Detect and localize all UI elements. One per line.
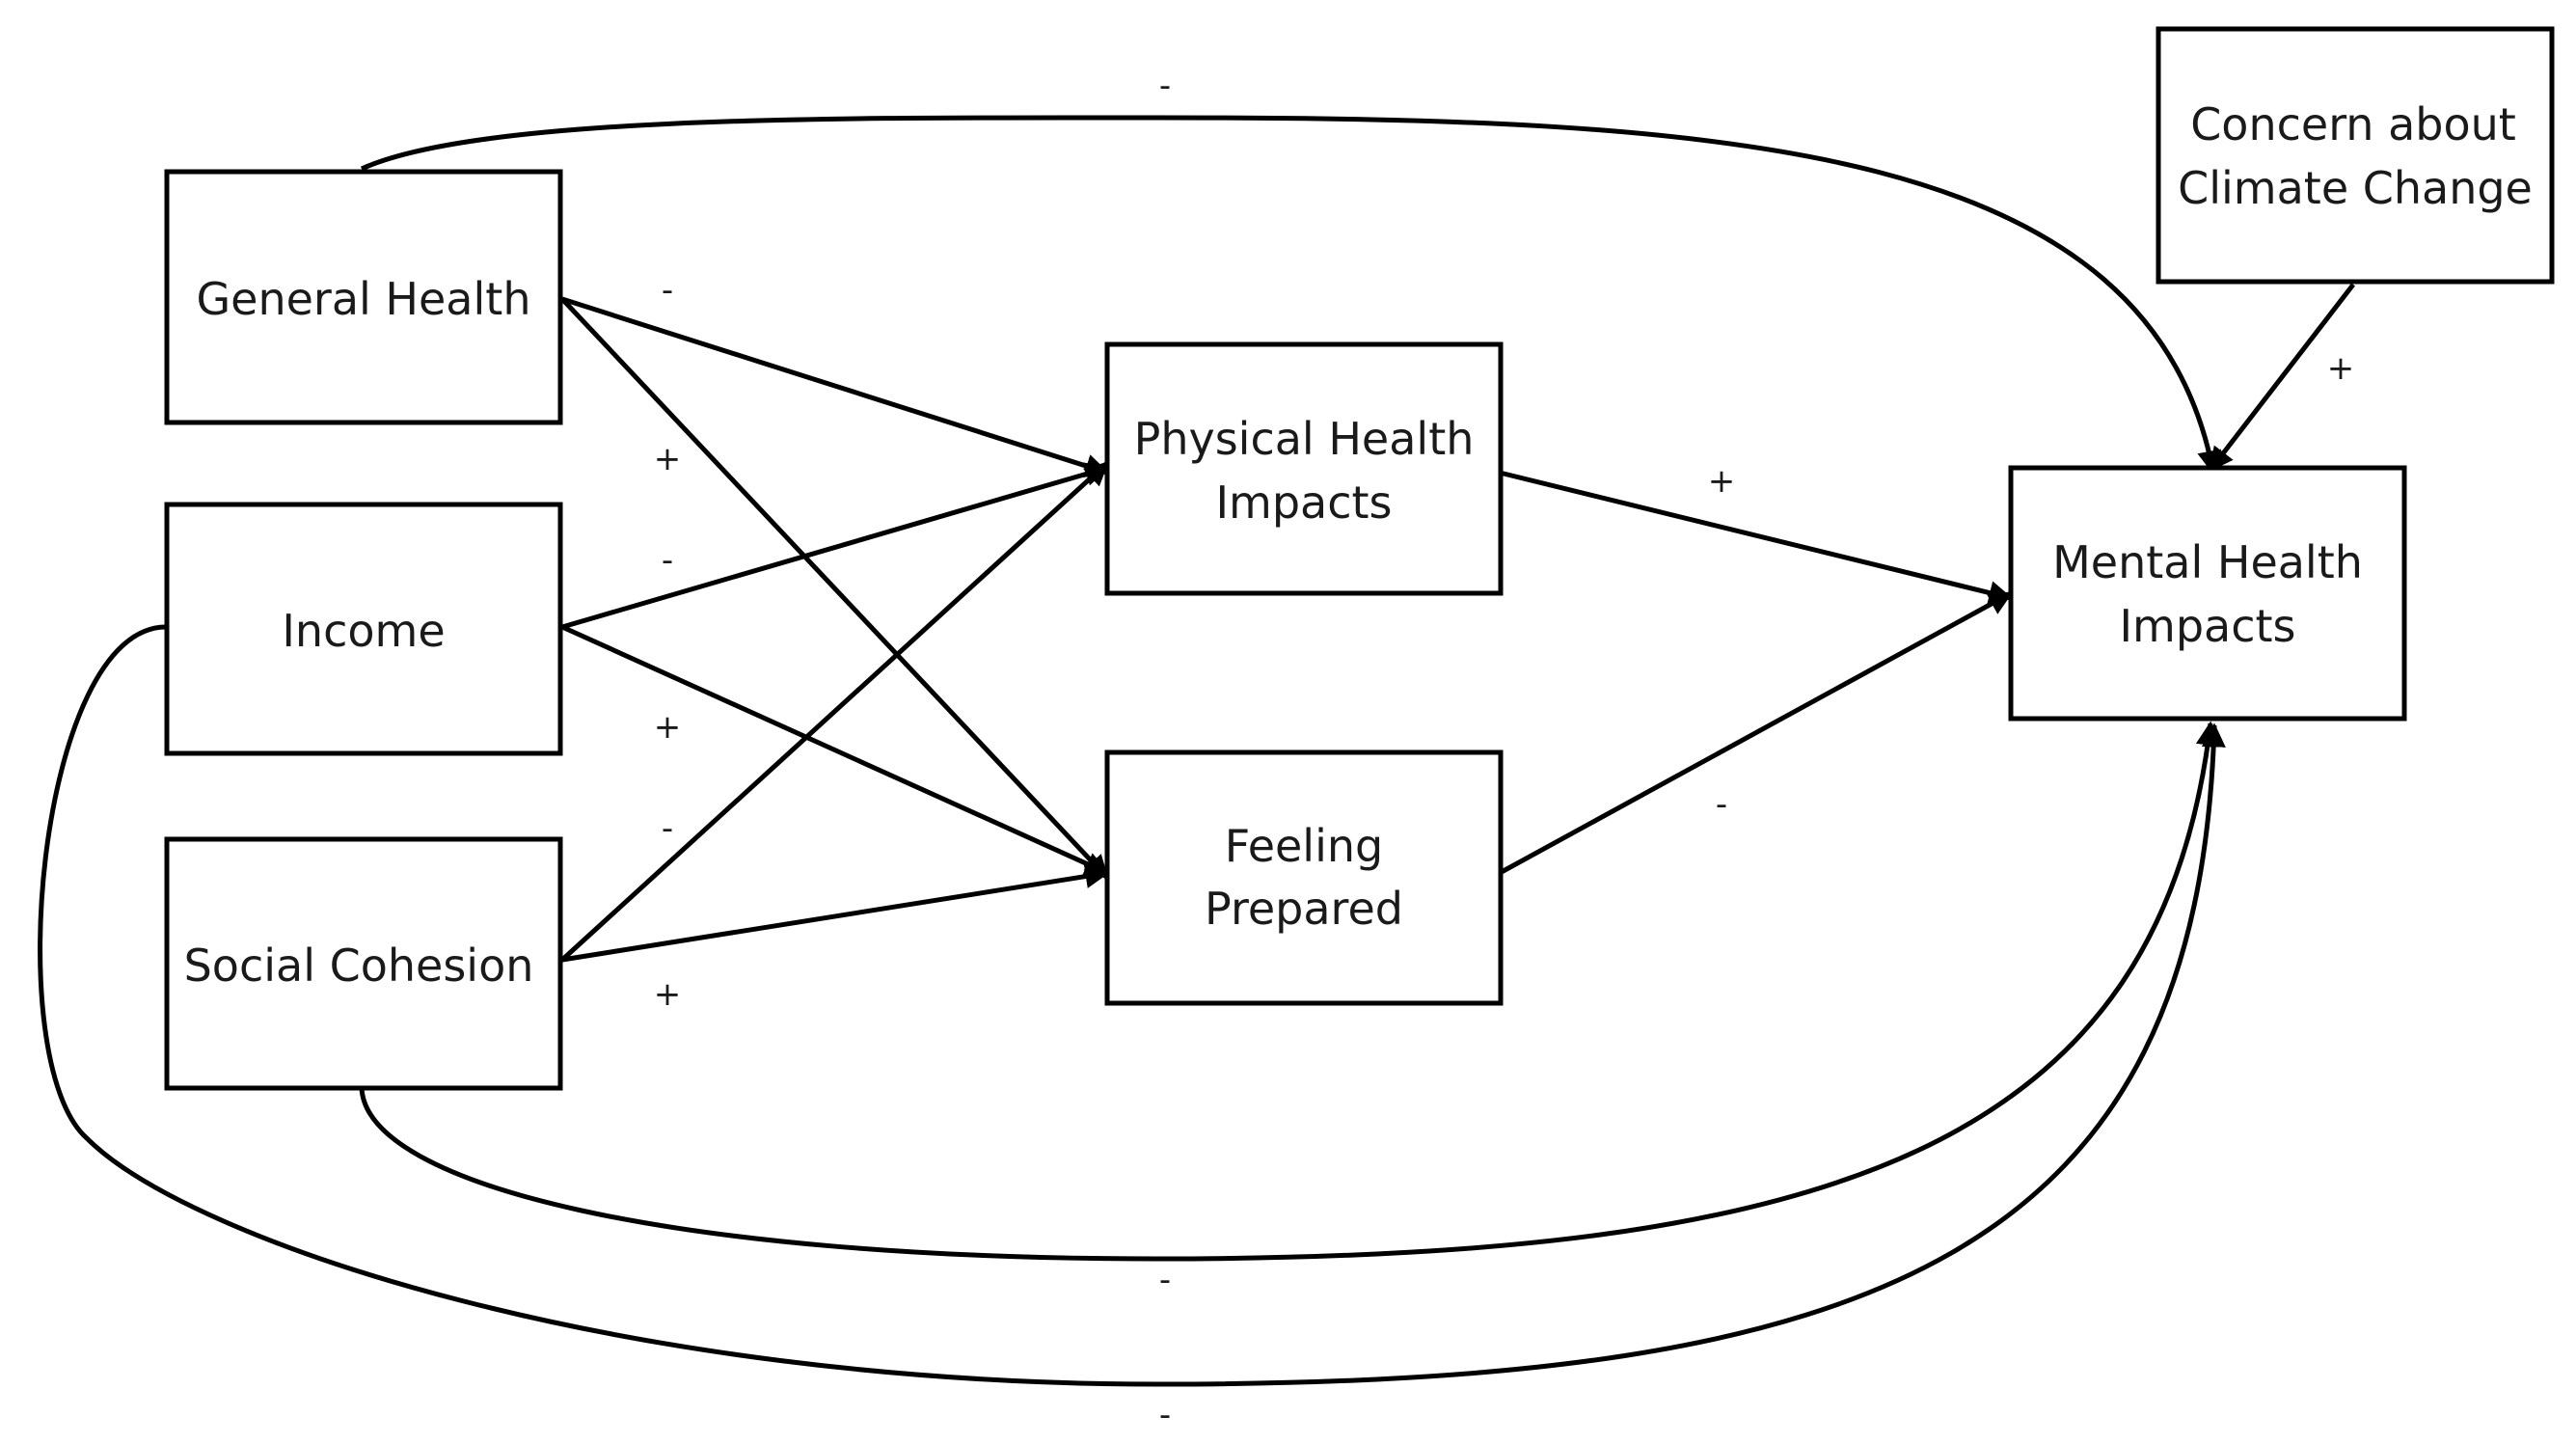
edge-social-cohesion-to-physical-health xyxy=(560,461,1109,962)
edge-social-cohesion-to-feeling-prepared xyxy=(561,864,1110,963)
node-label-line-1: Feeling xyxy=(1225,820,1383,872)
node-label-line-1: Mental Health xyxy=(2052,536,2363,588)
node-label-line-1: Physical Health xyxy=(1134,413,1475,465)
edge-feeling-prepared-to-mental-health xyxy=(1498,590,2014,876)
sign-social-cohesion-feeling-prepared: + xyxy=(654,975,682,1014)
node-label: General Health xyxy=(197,273,531,325)
sign-general-health-feeling-prepared: + xyxy=(654,440,682,478)
node-label-line-1: Concern about xyxy=(2190,98,2516,150)
node-mental-health-impacts: Mental Health Impacts xyxy=(2008,465,2407,722)
node-social-cohesion: Social Cohesion xyxy=(164,836,563,1091)
sign-social-cohesion-physical-health: - xyxy=(662,809,673,848)
sign-income-feeling-prepared: + xyxy=(654,708,682,747)
edge-income-to-feeling-prepared xyxy=(560,624,1110,876)
node-concern-about-climate-change: Concern about Climate Change xyxy=(2156,26,2555,285)
edge-general-health-to-mental-health xyxy=(360,115,2222,476)
node-feeling-prepared: Feeling Prepared xyxy=(1104,749,1504,1006)
sign-income-physical-health: - xyxy=(662,541,673,580)
edge-income-to-physical-health xyxy=(561,462,1110,630)
node-income: Income xyxy=(164,502,563,756)
edge-general-health-to-feeling-prepared xyxy=(560,297,1109,880)
node-label-line-2: Prepared xyxy=(1205,883,1403,935)
edge-concern-to-mental-health xyxy=(2209,283,2355,472)
sign-concern-mental-health: + xyxy=(2327,349,2355,388)
edge-physical-health-to-mental-health xyxy=(1499,470,2014,605)
node-label: Income xyxy=(282,605,445,657)
node-label-line-2: Impacts xyxy=(2119,600,2295,652)
node-label-line-2: Impacts xyxy=(1215,477,1392,529)
edge-general-health-to-physical-health xyxy=(561,296,1110,478)
sign-income-mental-health: - xyxy=(1159,1396,1171,1434)
edges xyxy=(38,115,2355,1387)
node-label: Social Cohesion xyxy=(184,940,534,992)
sign-social-cohesion-mental-health: - xyxy=(1159,1261,1171,1299)
edge-income-to-mental-health xyxy=(38,624,2226,1387)
node-physical-health-impacts: Physical Health Impacts xyxy=(1104,341,1504,596)
edge-social-cohesion-to-mental-health xyxy=(359,721,2220,1262)
sign-physical-health-mental-health: + xyxy=(1708,462,1736,501)
sign-general-health-physical-health: - xyxy=(662,271,673,310)
node-label-line-2: Climate Change xyxy=(2178,162,2533,214)
sign-feeling-prepared-mental-health: - xyxy=(1716,785,1727,824)
sign-general-health-mental-health: - xyxy=(1159,67,1171,105)
node-general-health: General Health xyxy=(164,169,563,425)
edge-signs: - + - + - + + - + - - - xyxy=(654,67,2355,1434)
